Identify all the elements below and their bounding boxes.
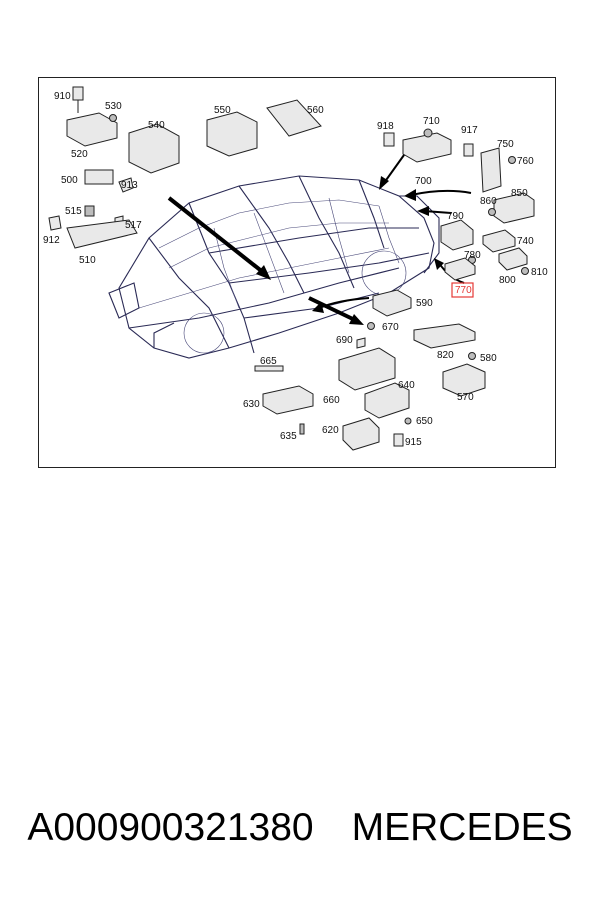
label-760: 760 <box>517 156 534 167</box>
label-918: 918 <box>377 121 394 132</box>
part-710 <box>402 132 452 163</box>
label-915: 915 <box>405 437 422 448</box>
label-635: 635 <box>280 431 297 442</box>
label-913: 913 <box>121 180 138 191</box>
label-515: 515 <box>65 206 82 217</box>
parts-diagram: 910 530 540 550 560 520 918 710 917 750 … <box>38 77 556 468</box>
label-770-highlighted: 770 <box>455 285 472 296</box>
label-912: 912 <box>43 235 60 246</box>
part-number-text: A000900321380 <box>27 806 314 849</box>
highlight-box-770 <box>451 282 474 298</box>
part-510 <box>66 219 138 249</box>
part-660 <box>338 347 396 391</box>
label-590: 590 <box>416 298 433 309</box>
label-520: 520 <box>71 149 88 160</box>
label-800: 800 <box>499 275 516 286</box>
label-650: 650 <box>416 416 433 427</box>
part-740 <box>482 229 516 253</box>
label-740: 740 <box>517 236 534 247</box>
part-750 <box>480 147 502 193</box>
label-530: 530 <box>105 101 122 112</box>
part-770 <box>444 257 476 281</box>
label-790: 790 <box>447 211 464 222</box>
label-580: 580 <box>480 353 497 364</box>
part-635 <box>299 423 305 435</box>
part-670 <box>367 322 375 330</box>
label-630: 630 <box>243 399 260 410</box>
label-820: 820 <box>437 350 454 361</box>
part-860 <box>488 208 496 216</box>
label-780: 780 <box>464 250 481 261</box>
parts <box>48 86 535 451</box>
label-850: 850 <box>511 188 528 199</box>
part-690 <box>356 337 366 349</box>
part-640 <box>364 382 410 419</box>
arrows <box>167 147 472 325</box>
label-917: 917 <box>461 125 478 136</box>
label-700: 700 <box>415 176 432 187</box>
part-500 <box>84 169 114 185</box>
part-620 <box>342 417 380 451</box>
part-913 <box>118 177 134 193</box>
label-690: 690 <box>336 335 353 346</box>
label-860: 860 <box>480 196 497 207</box>
part-590 <box>372 289 412 317</box>
label-640: 640 <box>398 380 415 391</box>
label-665: 665 <box>260 356 277 367</box>
label-750: 750 <box>497 139 514 150</box>
part-760 <box>508 156 516 164</box>
part-850 <box>493 192 535 224</box>
label-660: 660 <box>323 395 340 406</box>
part-630 <box>262 385 314 415</box>
part-917 <box>463 143 474 157</box>
part-530 <box>109 114 117 122</box>
label-550: 550 <box>214 105 231 116</box>
label-910: 910 <box>54 91 71 102</box>
part-540 <box>128 123 180 174</box>
part-800 <box>498 247 528 271</box>
part-520 <box>66 112 118 147</box>
part-665 <box>254 365 284 372</box>
part-912 <box>48 215 62 231</box>
label-517: 517 <box>125 220 142 231</box>
part-550 <box>206 111 258 157</box>
label-670: 670 <box>382 322 399 333</box>
diagram-canvas: 910 530 540 550 560 520 918 710 917 750 … <box>43 86 548 451</box>
label-510: 510 <box>79 255 96 266</box>
part-918 <box>383 132 395 147</box>
part-515 <box>84 205 95 217</box>
label-560: 560 <box>307 105 324 116</box>
label-710: 710 <box>423 116 440 127</box>
part-915 <box>393 433 404 447</box>
label-570: 570 <box>457 392 474 403</box>
part-570 <box>442 363 486 397</box>
part-790 <box>440 219 474 251</box>
brand-text: MERCEDES <box>351 806 573 849</box>
label-540: 540 <box>148 120 165 131</box>
label-810: 810 <box>531 267 548 278</box>
label-500: 500 <box>61 175 78 186</box>
part-810 <box>521 267 529 275</box>
footer-caption: A000900321380 MERCEDES <box>0 806 600 866</box>
part-820 <box>413 323 476 349</box>
part-580 <box>468 352 476 360</box>
part-650 <box>404 417 412 425</box>
part-labels: 910 530 540 550 560 520 918 710 917 750 … <box>43 91 548 448</box>
part-560 <box>266 99 322 137</box>
part-910 <box>72 86 84 101</box>
label-620: 620 <box>322 425 339 436</box>
